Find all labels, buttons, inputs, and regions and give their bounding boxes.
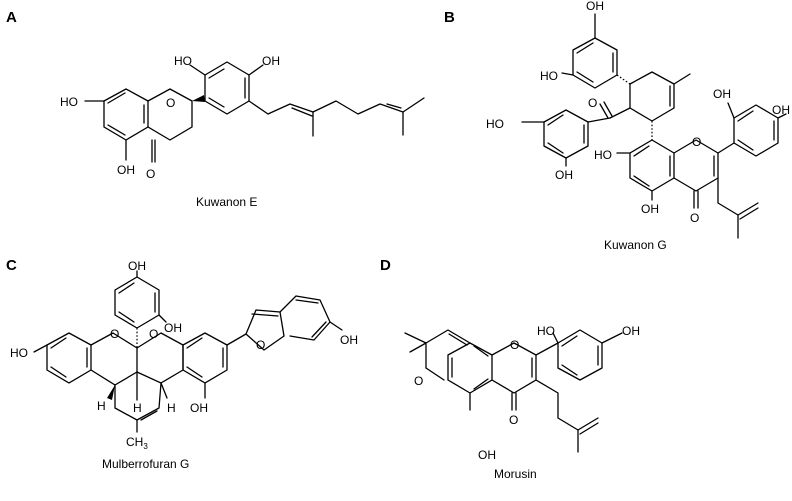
atom-label: OH — [164, 321, 182, 335]
atom-label: HO — [60, 95, 78, 109]
atom-label: H — [97, 399, 106, 413]
atom-label: O — [110, 327, 119, 341]
atom-label: OH — [478, 448, 496, 462]
atom-label: O — [256, 338, 265, 352]
kuwanon-e-structure — [84, 61, 425, 163]
panel-c: C — [6, 257, 358, 471]
atom-label: O — [510, 338, 519, 352]
atom-label: OH — [190, 401, 208, 415]
atom-label: O — [414, 374, 423, 388]
compound-name-morusin: Morusin — [494, 467, 537, 481]
atom-label: CH3 — [126, 435, 148, 451]
atom-label: O — [149, 327, 158, 341]
atom-label: H — [133, 401, 142, 415]
atom-label: O — [146, 167, 155, 181]
atom-label: OH — [128, 259, 146, 273]
atom-label: O — [690, 211, 699, 225]
atom-label: OH — [262, 54, 280, 68]
atom-label: O — [588, 96, 597, 110]
kuwanon-g-structure — [521, 13, 787, 239]
atom-label: O — [166, 96, 175, 110]
compound-name-kuwanon-e: Kuwanon E — [196, 195, 257, 209]
panel-letter-b: B — [444, 9, 455, 26]
compound-name-mulberrofuran-g: Mulberrofuran G — [102, 457, 189, 471]
atom-label: OH — [713, 87, 731, 101]
panel-letter-a: A — [6, 9, 17, 26]
atom-label: OH — [586, 0, 604, 13]
atom-label: OH — [340, 333, 358, 347]
atom-label: HO — [540, 69, 558, 83]
atom-label: O — [509, 413, 518, 427]
atom-label: H — [167, 401, 176, 415]
panel-d: D — [380, 257, 640, 481]
atom-label: OH — [772, 103, 790, 117]
atom-label: HO — [10, 346, 28, 360]
atom-label: HO — [594, 148, 612, 162]
atom-label: HO — [486, 117, 504, 131]
atom-label: OH — [555, 168, 573, 182]
morusin-structure — [404, 329, 623, 453]
panel-a: A O — [6, 9, 425, 209]
compound-name-kuwanon-g: Kuwanon G — [604, 238, 667, 252]
atom-label: HO — [537, 324, 555, 338]
atom-label: OH — [622, 324, 640, 338]
atom-label: HO — [174, 54, 192, 68]
panel-letter-d: D — [380, 257, 391, 274]
panel-b: B — [444, 0, 790, 252]
atom-label: O — [692, 135, 701, 149]
atom-label: OH — [641, 202, 659, 216]
mulberrofuran-g-structure — [33, 270, 343, 433]
atom-label: OH — [117, 163, 135, 177]
panel-letter-c: C — [6, 257, 17, 274]
